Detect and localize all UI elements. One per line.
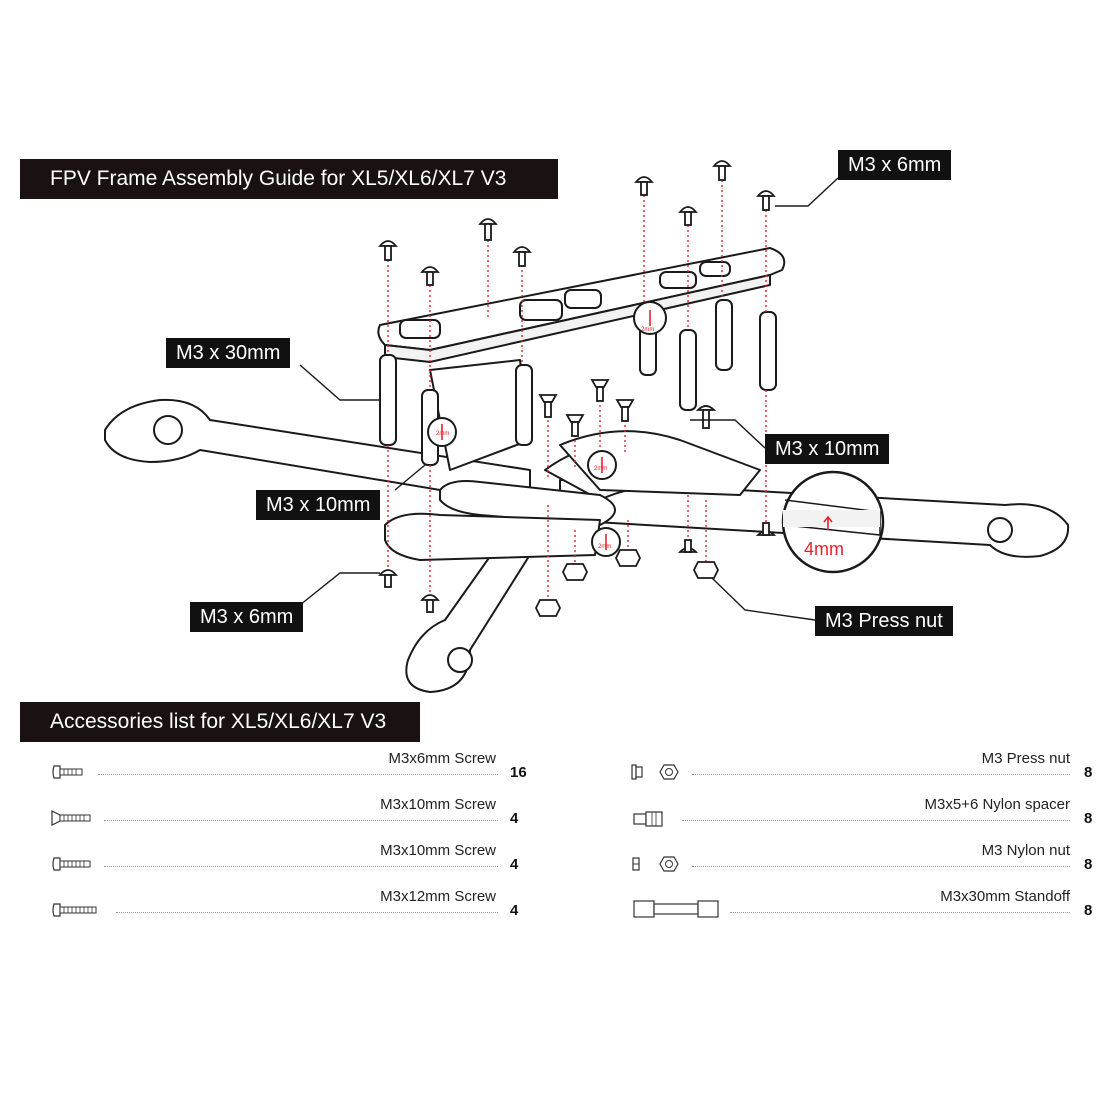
screw bbox=[420, 266, 440, 286]
callout-m3x6-bottom: M3 x 6mm bbox=[190, 602, 304, 632]
accessory-qty: 4 bbox=[510, 856, 519, 873]
list-item: M3x30mm Standoff 8 bbox=[600, 886, 1100, 919]
nylon-nut-icon bbox=[632, 856, 679, 872]
screw bbox=[378, 569, 398, 588]
list-item: M3x12mm Screw 4 bbox=[0, 886, 550, 919]
screw bbox=[712, 160, 732, 181]
accessory-qty: 8 bbox=[1084, 856, 1093, 873]
thickness-label-small: 2mm bbox=[598, 544, 611, 550]
list-item: M3 Nylon nut 8 bbox=[600, 840, 1100, 873]
accessories-list-title: Accessories list for XL5/XL6/XL7 V3 bbox=[20, 702, 420, 742]
leader-line bbox=[299, 364, 380, 401]
standoff bbox=[759, 311, 777, 391]
screw bbox=[590, 379, 610, 402]
press-nut bbox=[692, 561, 720, 579]
list-item: M3x10mm Screw 4 bbox=[0, 840, 550, 873]
assembly-guide-title: FPV Frame Assembly Guide for XL5/XL6/XL7… bbox=[20, 159, 558, 199]
leader-line bbox=[394, 464, 426, 491]
button-head-screw-icon bbox=[52, 903, 97, 917]
leader-line bbox=[690, 419, 766, 449]
screw bbox=[695, 405, 717, 429]
screw bbox=[678, 206, 698, 226]
callout-press-nut: M3 Press nut bbox=[815, 606, 953, 636]
accessory-qty: 16 bbox=[510, 764, 527, 781]
accessory-qty: 4 bbox=[510, 810, 519, 827]
frame-exploded-diagram: 4mm 2mm 2mm 2mm 2mm bbox=[104, 160, 1070, 693]
list-item: M3 Press nut 8 bbox=[600, 748, 1100, 781]
standoff-icon bbox=[633, 900, 719, 918]
standoff bbox=[679, 329, 697, 411]
screw bbox=[565, 414, 585, 437]
screw bbox=[538, 394, 558, 418]
middle-arm-plate bbox=[559, 430, 761, 496]
press-nut-icon bbox=[631, 764, 679, 780]
screw bbox=[677, 539, 699, 553]
accessory-name: M3 Nylon nut bbox=[981, 842, 1070, 859]
nylon-spacer-icon bbox=[633, 811, 663, 827]
screw bbox=[420, 594, 440, 613]
callout-m3x10-right: M3 x 10mm bbox=[765, 434, 890, 464]
callout-m3x6-top: M3 x 6mm bbox=[838, 150, 952, 180]
thickness-label-small: 2mm bbox=[594, 466, 607, 472]
leader-line bbox=[775, 177, 839, 207]
accessory-name: M3x6mm Screw bbox=[388, 750, 496, 767]
countersunk-screw-icon bbox=[51, 810, 91, 826]
leader-line bbox=[711, 577, 816, 621]
accessory-qty: 8 bbox=[1084, 810, 1093, 827]
press-nut bbox=[614, 549, 642, 567]
standoff bbox=[379, 354, 397, 446]
accessory-qty: 4 bbox=[510, 902, 519, 919]
press-nut bbox=[534, 599, 562, 617]
accessory-name: M3x10mm Screw bbox=[380, 842, 496, 859]
screw bbox=[478, 218, 498, 241]
accessory-name: M3x12mm Screw bbox=[380, 888, 496, 905]
accessory-name: M3x30mm Standoff bbox=[940, 888, 1070, 905]
accessory-name: M3 Press nut bbox=[981, 750, 1070, 767]
standoff bbox=[715, 299, 733, 371]
list-item: M3x5+6 Nylon spacer 8 bbox=[600, 794, 1100, 827]
button-head-screw-icon bbox=[52, 765, 83, 779]
accessory-name: M3x10mm Screw bbox=[380, 796, 496, 813]
callout-m3x10-left: M3 x 10mm bbox=[256, 490, 381, 520]
screw bbox=[756, 190, 776, 211]
screw bbox=[615, 399, 635, 422]
standoff bbox=[515, 364, 533, 446]
screw bbox=[512, 246, 532, 267]
accessory-qty: 8 bbox=[1084, 902, 1093, 919]
bottom-front-plate bbox=[384, 512, 601, 561]
bottom-main-plate bbox=[439, 480, 616, 526]
button-head-screw-icon bbox=[52, 857, 91, 871]
screw bbox=[378, 240, 398, 261]
thickness-label-large: 4mm bbox=[804, 539, 844, 559]
thickness-label-small: 2mm bbox=[436, 431, 449, 437]
thickness-label-small: 2mm bbox=[641, 327, 654, 333]
list-item: M3x10mm Screw 4 bbox=[0, 794, 550, 827]
accessory-name: M3x5+6 Nylon spacer bbox=[924, 796, 1071, 813]
screw bbox=[634, 176, 654, 196]
press-nut bbox=[561, 563, 589, 581]
callout-m3x30: M3 x 30mm bbox=[166, 338, 291, 368]
list-item: M3x6mm Screw 16 bbox=[0, 748, 550, 781]
leader-line bbox=[299, 572, 380, 606]
screw bbox=[755, 522, 777, 536]
accessory-qty: 8 bbox=[1084, 764, 1093, 781]
